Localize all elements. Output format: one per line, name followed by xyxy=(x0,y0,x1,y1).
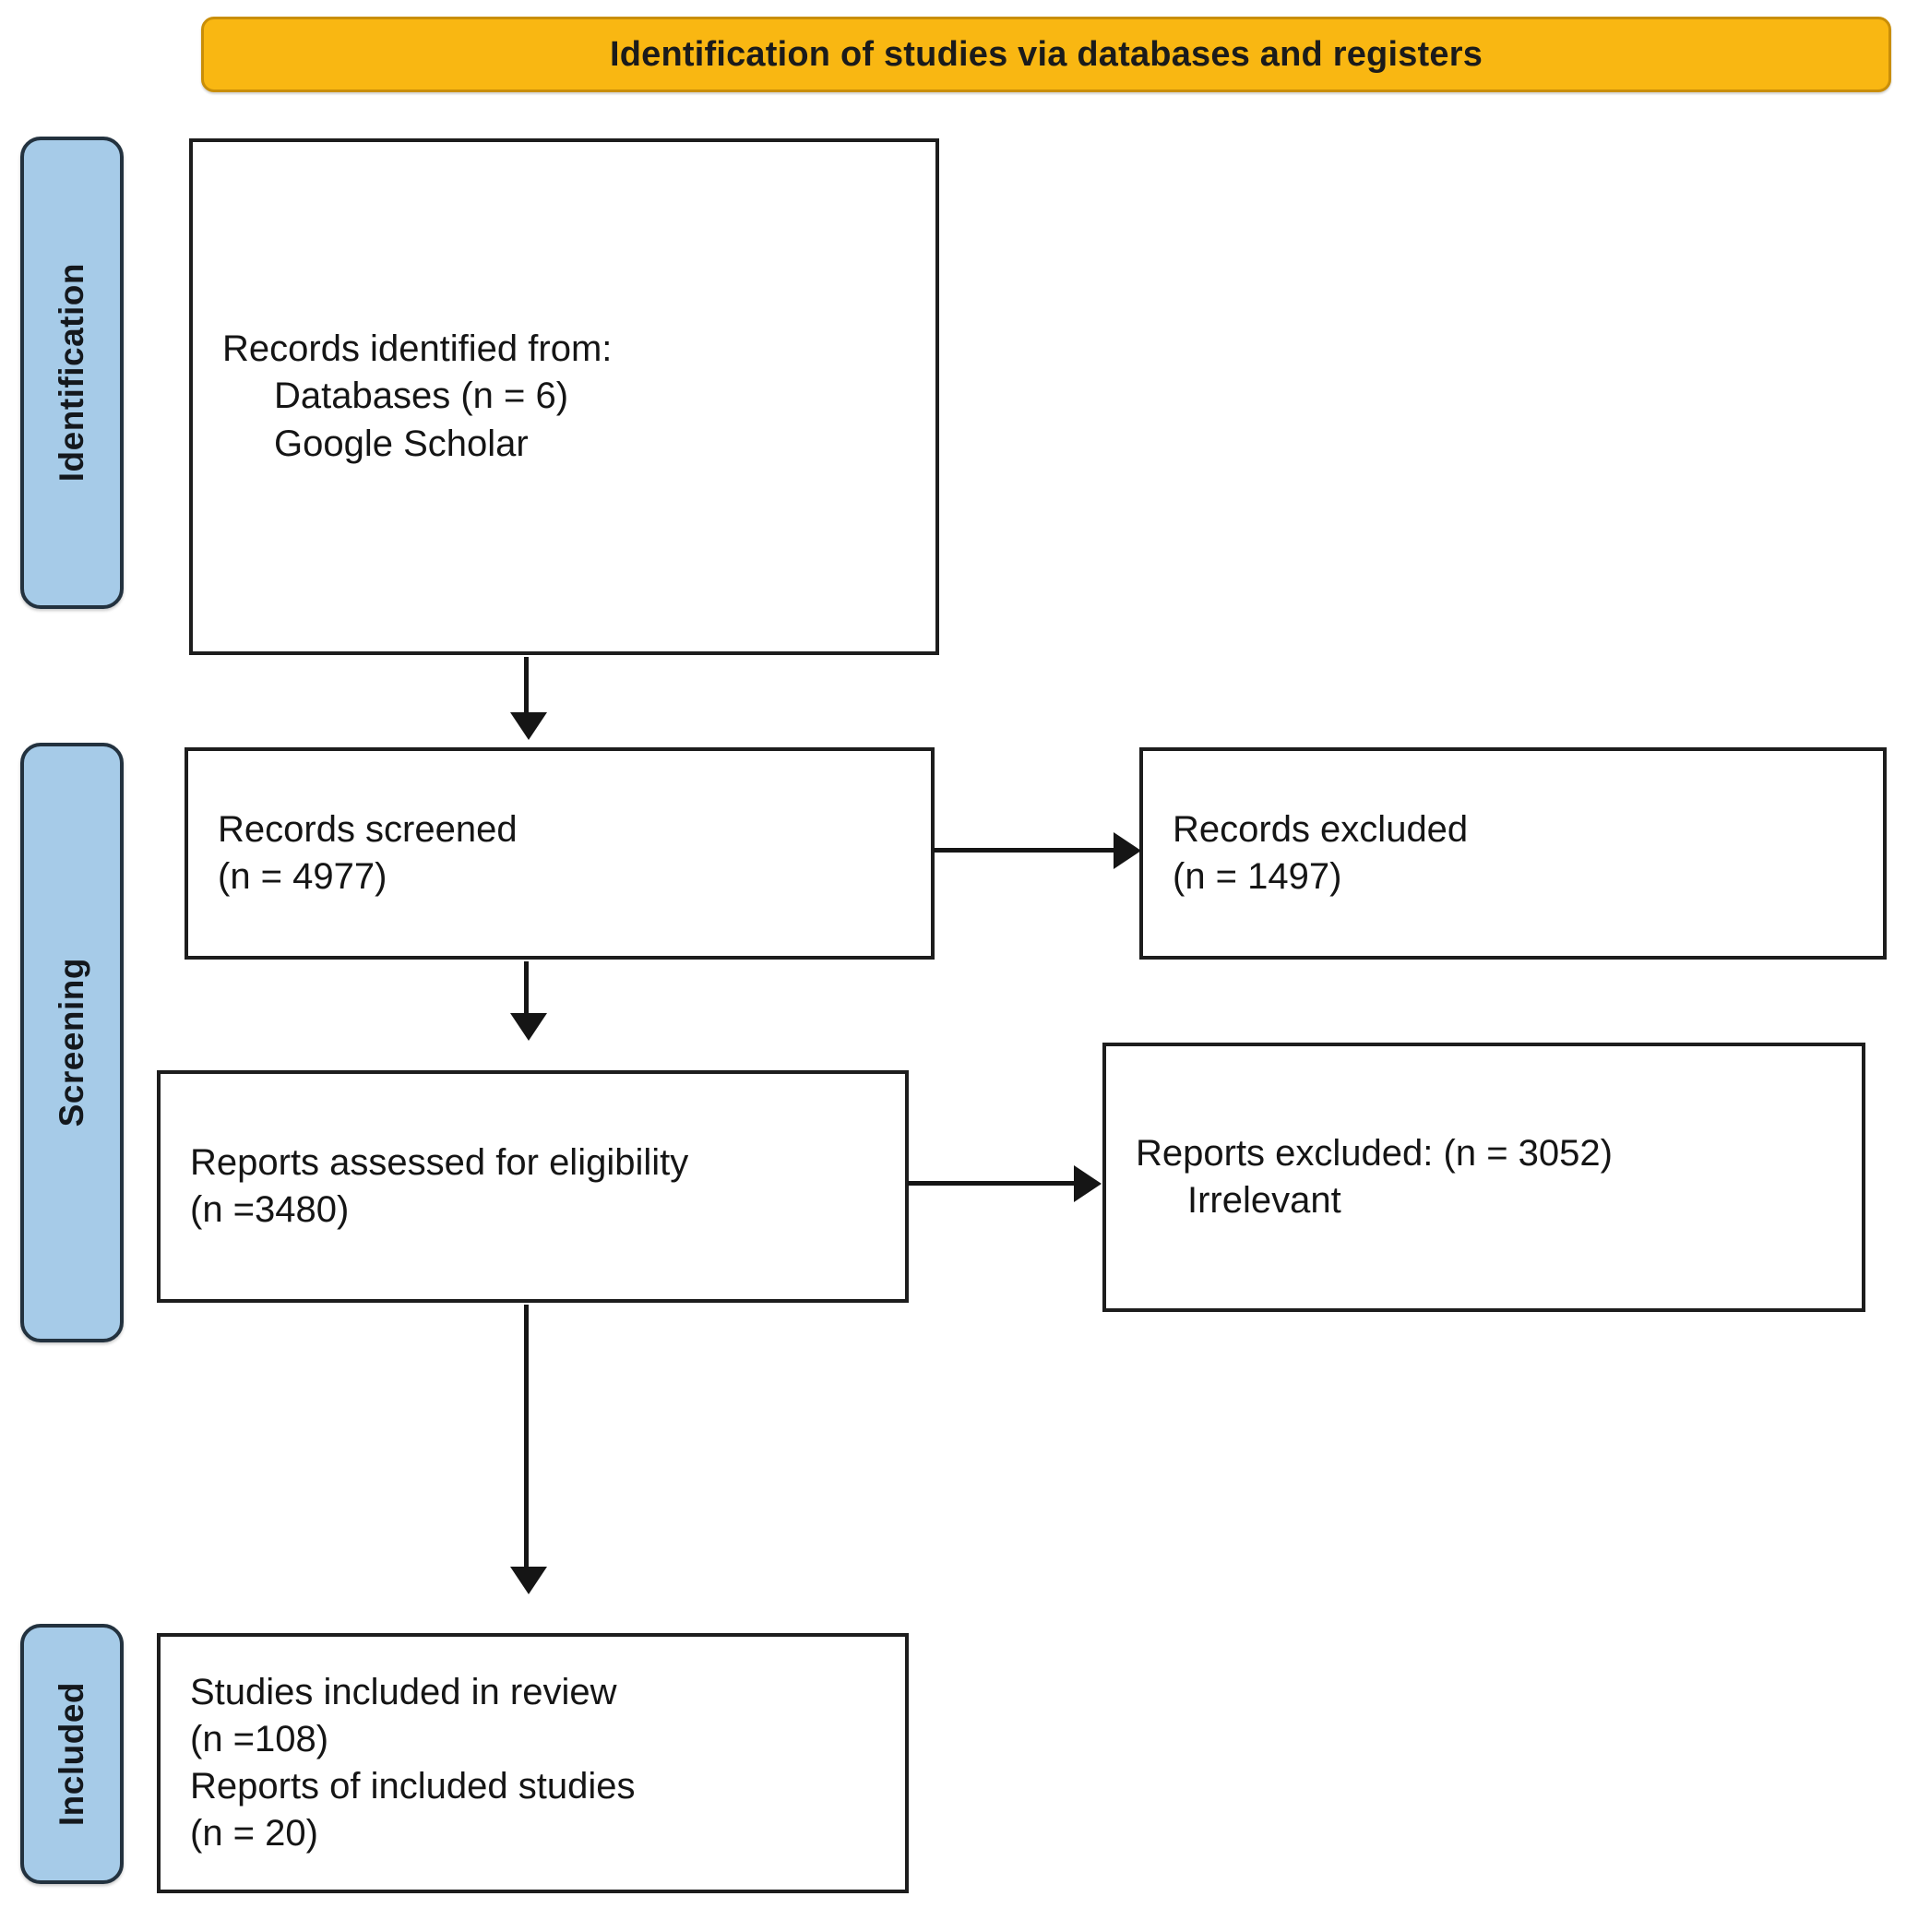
node-records-identified-line2: Databases (n = 6) xyxy=(274,376,569,417)
arrow-screened-to-records-excluded-head-icon xyxy=(1114,832,1141,869)
node-reports-assessed-eligibility: Reports assessed for eligibility (n =348… xyxy=(157,1070,909,1303)
node-records-excluded: Records excluded (n = 1497) xyxy=(1139,747,1887,960)
diagram-header-banner: Identification of studies via databases … xyxy=(201,17,1891,92)
arrow-identified-to-screened-head-icon xyxy=(510,712,547,740)
arrow-screened-to-eligibility-line xyxy=(524,961,529,1019)
stage-label-included-text: Included xyxy=(53,1681,90,1827)
node-records-excluded-line1: Records excluded xyxy=(1173,808,1469,850)
node-records-excluded-line2: (n = 1497) xyxy=(1173,856,1342,897)
stage-label-identification: Identification xyxy=(20,137,124,609)
node-reports-excluded-line2: Irrelevant xyxy=(1187,1180,1341,1221)
node-records-screened-line2: (n = 4977) xyxy=(218,856,387,897)
arrow-eligibility-to-included-line xyxy=(524,1305,529,1572)
arrow-screened-to-eligibility-head-icon xyxy=(510,1013,547,1041)
node-reports-assessed-line2: (n =3480) xyxy=(190,1189,350,1230)
arrow-identified-to-screened-line xyxy=(524,657,529,718)
node-studies-included-line2: (n =108) xyxy=(190,1718,329,1759)
node-studies-included-line3: Reports of included studies xyxy=(190,1766,636,1807)
node-studies-included: Studies included in review (n =108) Repo… xyxy=(157,1633,909,1893)
stage-label-included: Included xyxy=(20,1624,124,1884)
node-reports-excluded: Reports excluded: (n = 3052) Irrelevant xyxy=(1102,1043,1865,1312)
node-reports-excluded-line1: Reports excluded: (n = 3052) xyxy=(1136,1132,1613,1174)
stage-label-screening: Screening xyxy=(20,743,124,1342)
arrow-eligibility-to-reports-excluded-head-icon xyxy=(1074,1165,1102,1202)
node-records-screened-line1: Records screened xyxy=(218,808,518,850)
arrow-eligibility-to-reports-excluded-line xyxy=(908,1181,1078,1186)
stage-label-screening-text: Screening xyxy=(53,958,90,1127)
node-records-identified: Records identified from: Databases (n = … xyxy=(189,138,939,655)
node-records-identified-line1: Records identified from: xyxy=(222,328,613,370)
node-studies-included-line4: (n = 20) xyxy=(190,1813,318,1854)
node-records-identified-line3: Google Scholar xyxy=(274,423,529,464)
node-reports-assessed-line1: Reports assessed for eligibility xyxy=(190,1141,689,1183)
diagram-title: Identification of studies via databases … xyxy=(609,34,1483,74)
node-records-screened: Records screened (n = 4977) xyxy=(185,747,935,960)
arrow-eligibility-to-included-head-icon xyxy=(510,1567,547,1594)
node-studies-included-line1: Studies included in review xyxy=(190,1671,617,1712)
arrow-screened-to-records-excluded-line xyxy=(934,848,1118,853)
stage-label-identification-text: Identification xyxy=(53,263,90,483)
